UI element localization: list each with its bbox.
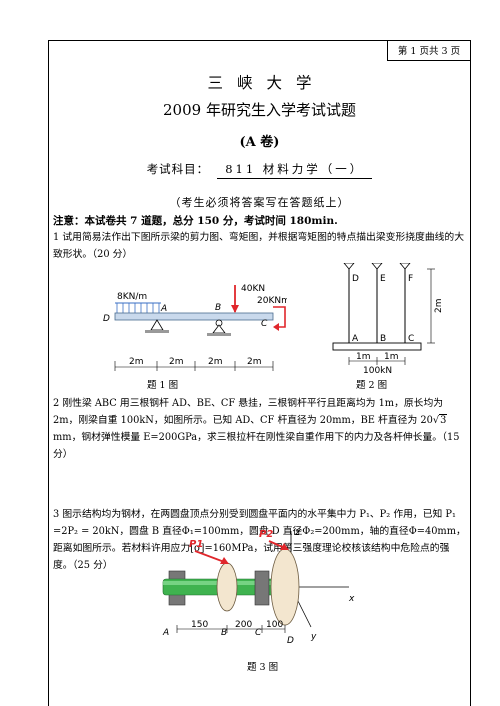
steel-rods xyxy=(348,269,406,343)
force-P2-label: P2 xyxy=(259,529,273,540)
axis-y: y xyxy=(310,632,317,642)
figure-1-beam: 8KN/m 40KN 20KNm D A B C xyxy=(103,284,287,371)
span-2: 1m xyxy=(384,352,399,362)
label-C: C xyxy=(408,334,414,344)
dim-150: 150 xyxy=(191,620,208,630)
allowable-stress-symbol: [σ] xyxy=(190,543,205,554)
axis-z: z xyxy=(294,528,300,538)
sqrt-3: 3 xyxy=(439,414,448,426)
question-3-text-a: 3 图示结构均为钢材，在两圆盘顶点分别受到圆盘平面内的水平集中力 P₁、P₂ 作… xyxy=(53,509,466,554)
figure-2-caption: 题 2 图 xyxy=(356,380,388,391)
span-1: 1m xyxy=(356,352,371,362)
axis-x: x xyxy=(348,594,355,604)
shaft-dimensions xyxy=(176,625,286,633)
figure-3-shaft: x y z P1 P2 A B C D 150 200 100 xyxy=(162,528,355,646)
label-A: A xyxy=(162,628,169,638)
figure-2-rigid-beam: D E F A B C 2m 1m 1m 100kN xyxy=(332,263,444,376)
ceiling-supports xyxy=(343,263,411,270)
label-C: C xyxy=(261,319,268,329)
dim-3: 2m xyxy=(208,357,223,367)
label-D: D xyxy=(352,274,359,284)
label-B: B xyxy=(380,334,386,344)
subject-value: 811 材料力学（一） xyxy=(217,161,373,179)
label-D: D xyxy=(103,314,110,324)
label-E: E xyxy=(380,274,386,284)
moment-label: 20KNm xyxy=(257,296,287,306)
figure-1-caption: 题 1 图 xyxy=(147,380,179,391)
dimension-line xyxy=(114,361,274,371)
disk-D xyxy=(270,548,300,626)
exam-page-frame: 第 1 页共 3 页 三峡大学 2009 年研究生入学考试试题 (A 卷) 考试… xyxy=(48,40,471,706)
paper-version: (A 卷) xyxy=(239,135,280,150)
question-2-text-a: 2 刚性梁 ABC 用三根钢杆 AD、BE、CF 悬挂，三根钢杆平行且距离均为 … xyxy=(53,398,444,426)
span-dimension xyxy=(348,357,406,365)
force-P1-label: P1 xyxy=(189,539,203,550)
exam-notice: 注意：本试卷共 7 道题，总分 150 分，考试时间 180min. xyxy=(53,215,338,227)
bearing-C xyxy=(254,570,270,606)
question-2-text-b: mm，钢材弹性模量 E=200GPa，求三根拉杆在刚性梁自重作用下的内力及各杆伸… xyxy=(53,432,460,460)
page-indicator: 第 1 页共 3 页 xyxy=(387,40,471,61)
question-2: 2 刚性梁 ABC 用三根钢杆 AD、BE、CF 悬挂，三根钢杆平行且距离均为 … xyxy=(53,398,460,460)
support-A xyxy=(145,319,169,333)
support-B xyxy=(207,319,231,336)
force-P1-arrow xyxy=(194,550,228,564)
label-F: F xyxy=(408,274,413,284)
figure-3-caption: 题 3 图 xyxy=(247,662,279,673)
distributed-load-label: 8KN/m xyxy=(117,292,147,302)
dim-4: 2m xyxy=(247,357,262,367)
point-load-label: 40KN xyxy=(241,284,265,294)
beam-body xyxy=(114,312,274,321)
distributed-load xyxy=(115,302,161,313)
question-1: 1 试用简易法作出下图所示梁的剪力图、弯矩图，并根据弯矩图的特点描出梁变形挠度曲… xyxy=(53,232,465,260)
subject-label: 考试科目： xyxy=(146,162,210,176)
dim-100: 100 xyxy=(266,620,283,630)
subject-line: 考试科目： 811 材料力学（一） xyxy=(49,161,470,179)
weight-label: 100kN xyxy=(363,366,392,376)
height-dimension xyxy=(427,268,435,344)
rigid-beam-ABC xyxy=(332,342,422,351)
label-D: D xyxy=(287,636,294,646)
answer-instruction: （考生必须将答案写在答题纸上） xyxy=(169,196,350,209)
dim-200: 200 xyxy=(235,620,252,630)
dim-1: 2m xyxy=(129,357,144,367)
label-C: C xyxy=(255,628,262,638)
axes xyxy=(290,531,349,628)
height-label: 2m xyxy=(434,299,444,314)
label-B: B xyxy=(221,628,227,638)
label-B: B xyxy=(215,303,221,313)
question-3-text-b: =160MPa，试用第三强度理论校核该结构中危险点的强度。（25 分） xyxy=(53,543,450,571)
school-name: 三峡大学 xyxy=(207,74,326,92)
disk-B xyxy=(216,562,238,612)
dim-2: 2m xyxy=(169,357,184,367)
label-A: A xyxy=(352,334,359,344)
label-A: A xyxy=(160,304,167,314)
exam-title: 2009 年研究生入学考试试题 xyxy=(163,101,356,119)
moment-arrow xyxy=(273,306,286,328)
question-3: 3 图示结构均为钢材，在两圆盘顶点分别受到圆盘平面内的水平集中力 P₁、P₂ 作… xyxy=(53,506,466,574)
